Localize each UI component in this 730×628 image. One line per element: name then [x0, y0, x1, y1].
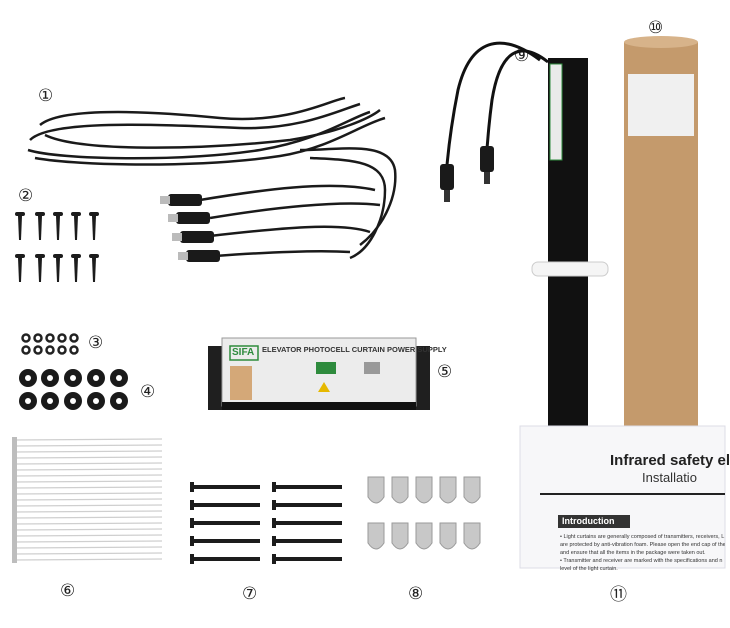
manual-subtitle: Installatio — [642, 470, 697, 485]
label-4: ④ — [140, 382, 156, 402]
manual-line: • Transmitter and receiver are marked wi… — [560, 558, 723, 564]
manual-body: • Light curtains are generally composed … — [560, 533, 725, 573]
label-11: ⑪ — [610, 585, 627, 605]
power-supply-brand: SIFA — [232, 347, 255, 358]
manual-title: Infrared safety ele — [610, 452, 730, 469]
power-supply-title: ELEVATOR PHOTOCELL CURTAIN POWER SUPPLY — [262, 345, 447, 354]
manual-section-heading: Introduction — [558, 515, 630, 528]
cable-coil-icon — [27, 96, 397, 260]
label-6: ⑥ — [60, 581, 76, 601]
label-1: ① — [38, 86, 54, 106]
cable-tie-icon — [13, 438, 163, 561]
grommet-icon — [19, 369, 128, 410]
washer-icon — [21, 333, 79, 355]
manual-line: and ensure that all the items in the pac… — [560, 550, 706, 556]
bolt-icon — [190, 482, 342, 564]
label-2: ② — [18, 186, 34, 206]
power-supply-icon — [208, 337, 430, 410]
label-10: ⑩ — [648, 18, 664, 38]
manual-icon — [519, 425, 726, 569]
label-3: ③ — [88, 333, 104, 353]
screw-icon — [15, 212, 99, 282]
packing-tube-icon — [624, 36, 698, 432]
manual-line: level of the light curtain. — [560, 566, 618, 572]
manual-line: are protected by anti-vibration foam. Pl… — [560, 542, 725, 548]
label-7: ⑦ — [242, 584, 258, 604]
manual-line: • Light curtains are generally composed … — [560, 534, 725, 540]
label-8: ⑧ — [408, 584, 424, 604]
bracket-icon — [367, 476, 481, 550]
light-curtain-icon — [440, 41, 609, 430]
cable-connectors — [160, 194, 220, 262]
label-5: ⑤ — [437, 362, 453, 382]
